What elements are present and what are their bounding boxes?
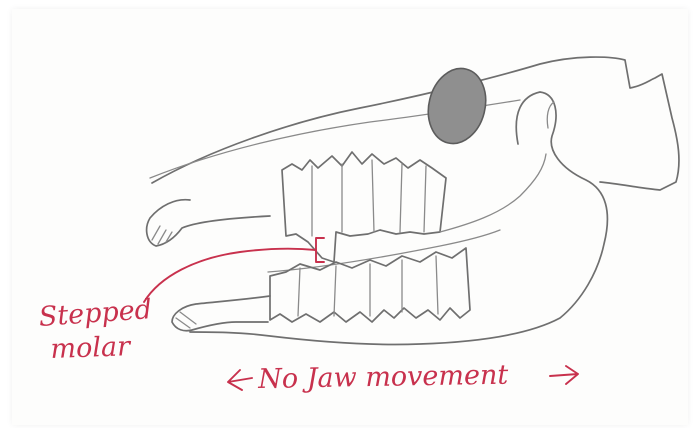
jaw-arrow-right-icon	[550, 366, 578, 384]
jaw-arrow-left-icon	[228, 370, 252, 390]
eye-socket	[421, 62, 494, 149]
mandible-inner-edge	[440, 154, 546, 232]
lower-incisor-marks	[176, 312, 196, 328]
mandible-outline	[190, 92, 607, 345]
upper-molar-dividers	[312, 160, 426, 236]
lower-molar-dividers	[298, 256, 438, 316]
stepped-label: Stepped	[38, 296, 153, 331]
upper-molars	[282, 152, 446, 262]
skull-upper-outline	[152, 57, 679, 190]
upper-muzzle	[147, 200, 270, 246]
jaw-movement-label: No Jaw movement	[258, 362, 508, 393]
label-pointer-line	[144, 249, 316, 302]
molar-label: molar	[50, 333, 130, 363]
mandible-ramus-notch	[547, 102, 554, 128]
